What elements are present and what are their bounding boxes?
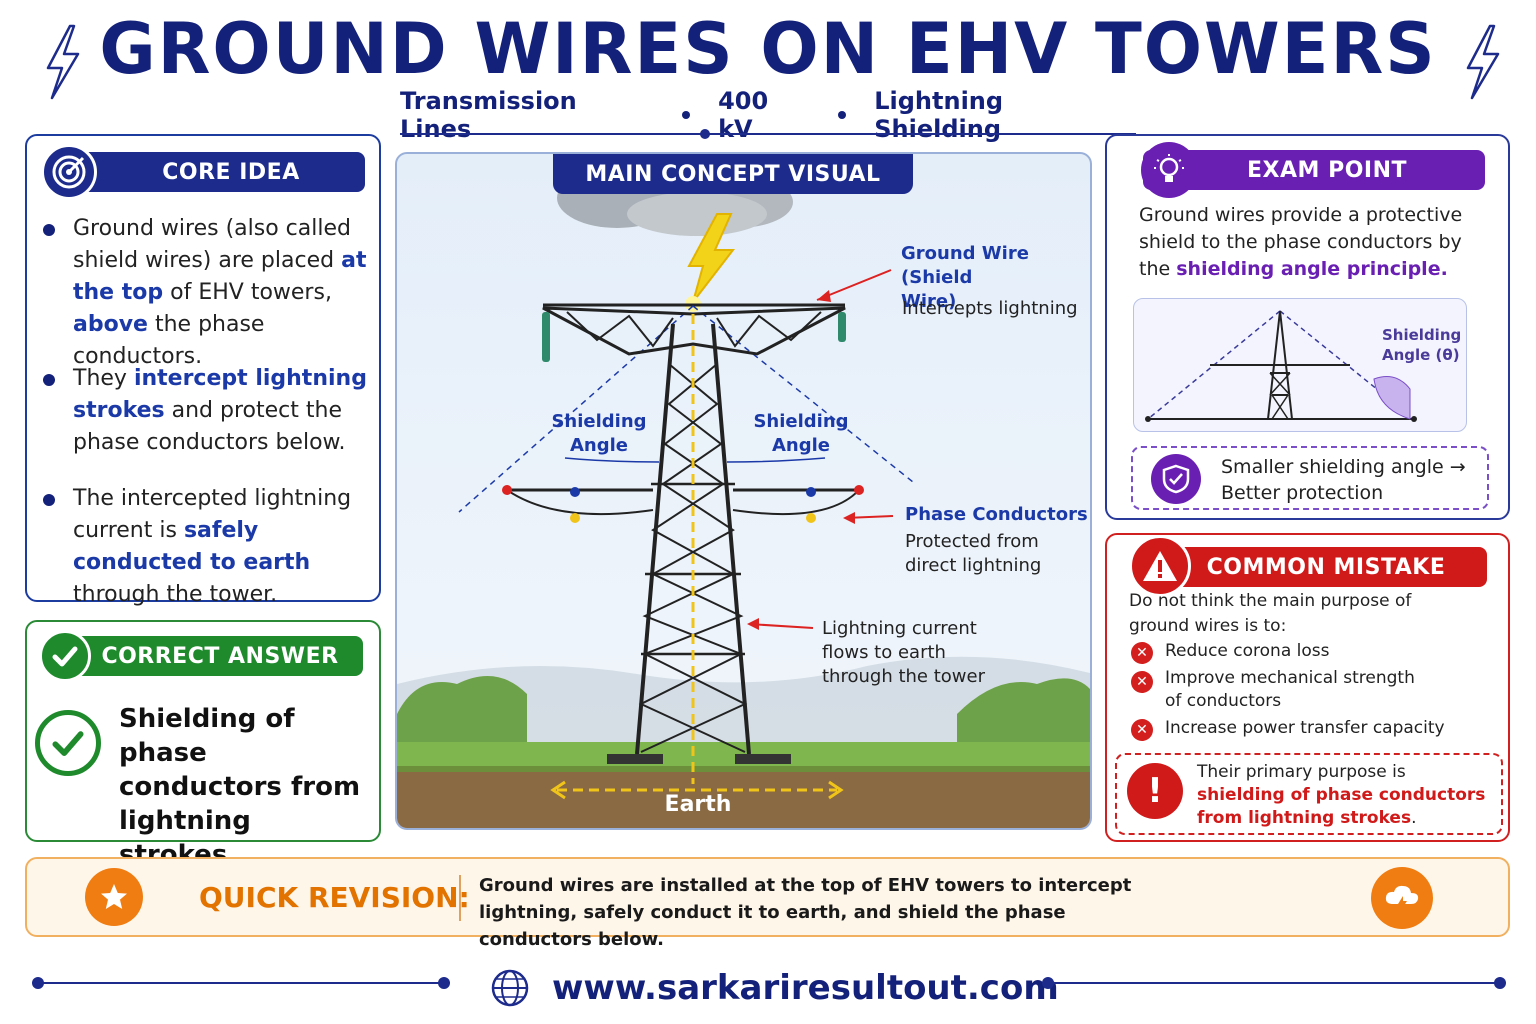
star-icon <box>85 868 143 926</box>
core-idea-title: CORE IDEA <box>162 159 300 185</box>
correct-answer-title: CORRECT ANSWER <box>101 643 339 669</box>
separator-dot <box>682 111 691 119</box>
tip-line-1: Smaller shielding angle → <box>1221 456 1466 478</box>
footer-dot <box>32 977 44 989</box>
ground-wire-title: Ground Wire (Shield Wire) <box>901 243 1029 312</box>
quick-revision-panel: QUICK REVISION: Ground wires are install… <box>25 857 1510 950</box>
subtitle-item: Transmission Lines <box>400 87 577 143</box>
bullet-dot <box>43 494 55 506</box>
core-bullet-1: Ground wires (also called shield wires) … <box>73 216 367 369</box>
phase-conductors-title: Phase Conductors <box>905 504 1088 525</box>
underline-dot <box>700 129 710 139</box>
shielding-angle-left: Shielding Angle <box>551 411 647 456</box>
footer-line-right <box>1046 982 1502 984</box>
main-visual-header: MAIN CONCEPT VISUAL <box>553 154 913 194</box>
cloud-lightning-icon <box>1371 867 1433 929</box>
lightning-icon-right <box>1466 24 1500 100</box>
tip-line-2: Better protection <box>1221 482 1384 504</box>
target-icon <box>41 144 97 200</box>
footer-dot <box>438 977 450 989</box>
common-mistake-panel: COMMON MISTAKE Do not think the main pur… <box>1105 533 1510 842</box>
correct-answer-header: CORRECT ANSWER <box>57 636 363 676</box>
cross-icon: ✕ <box>1131 642 1153 664</box>
wrong-item-1: Reduce corona loss <box>1165 641 1330 661</box>
quick-revision-text: Ground wires are installed at the top of… <box>479 875 1132 950</box>
common-mistake-title: COMMON MISTAKE <box>1206 554 1446 580</box>
cross-icon: ✕ <box>1131 719 1153 741</box>
shielding-angle-right: Shielding Angle <box>753 411 849 456</box>
globe-icon <box>491 969 529 1007</box>
shield-icon <box>1151 454 1201 504</box>
lightbulb-icon <box>1141 142 1197 198</box>
website-link[interactable]: www.sarkariresultout.com <box>552 968 1059 1008</box>
lightning-icon-left <box>46 24 80 100</box>
shielding-angle-figure: Shielding Angle (θ) <box>1133 298 1467 432</box>
mistake-note-text: Their primary purpose is shielding of ph… <box>1197 762 1486 828</box>
main-visual-title: MAIN CONCEPT VISUAL <box>585 161 881 187</box>
bullet-dot <box>43 224 55 236</box>
core-idea-header: CORE IDEA <box>67 152 365 192</box>
check-icon <box>39 630 91 682</box>
mistake-intro: Do not think the main purpose of ground … <box>1129 591 1412 636</box>
lightning-bolt <box>687 213 736 303</box>
main-visual-panel: MAIN CONCEPT VISUAL Ground Wire (Shield … <box>395 152 1092 830</box>
subtitle-item: 400 kV <box>718 87 769 143</box>
subtitle-underline <box>400 133 1136 135</box>
mistake-note: ! Their primary purpose is shielding of … <box>1115 753 1503 835</box>
exam-point-text: Ground wires provide a protective shield… <box>1139 204 1463 280</box>
correct-answer-panel: CORRECT ANSWER Shielding of phase conduc… <box>25 620 381 870</box>
current-flow-desc: Lightning current flows to earth through… <box>822 618 985 687</box>
phase-conductors-desc: Protected from direct lightning <box>905 531 1042 576</box>
correct-answer-text: Shielding of phase conductors from light… <box>119 704 361 870</box>
quick-revision-divider <box>459 875 461 921</box>
cross-icon: ✕ <box>1131 671 1153 693</box>
footer-dot <box>1494 977 1506 989</box>
footer-line-left <box>36 982 444 984</box>
subtitle-item: Lightning Shielding <box>874 87 1004 143</box>
exclamation-icon: ! <box>1127 763 1183 819</box>
core-bullet-2: They intercept lightning strokes and pro… <box>73 366 367 455</box>
earth-label: Earth <box>664 792 732 817</box>
exam-point-tip: Smaller shielding angle → Better protect… <box>1131 446 1489 510</box>
page-title: GROUND WIRES ON EHV TOWERS <box>99 8 1437 90</box>
separator-dot <box>838 111 847 119</box>
warning-icon <box>1129 535 1191 597</box>
subtitle: Transmission Lines 400 kV Lightning Shie… <box>400 87 1136 143</box>
bullet-dot <box>43 374 55 386</box>
wrong-item-2: Improve mechanical strength of conductor… <box>1165 668 1415 711</box>
common-mistake-header: COMMON MISTAKE <box>1141 547 1487 587</box>
check-circle-icon <box>35 710 101 776</box>
ground-wire-desc: Intercepts lightning <box>902 298 1078 319</box>
shielding-angle-label: Shielding Angle (θ) <box>1382 326 1462 364</box>
exam-point-title: EXAM POINT <box>1247 157 1407 183</box>
quick-revision-label: QUICK REVISION: <box>199 881 470 914</box>
wrong-item-3: Increase power transfer capacity <box>1165 718 1445 738</box>
exam-point-header: EXAM POINT <box>1143 150 1485 190</box>
exam-point-panel: EXAM POINT Ground wires provide a protec… <box>1105 134 1510 520</box>
core-idea-panel: CORE IDEA Ground wires (also called shie… <box>25 134 381 607</box>
footer-dot <box>1042 977 1054 989</box>
core-bullet-3: The intercepted lightning current is saf… <box>73 486 352 607</box>
